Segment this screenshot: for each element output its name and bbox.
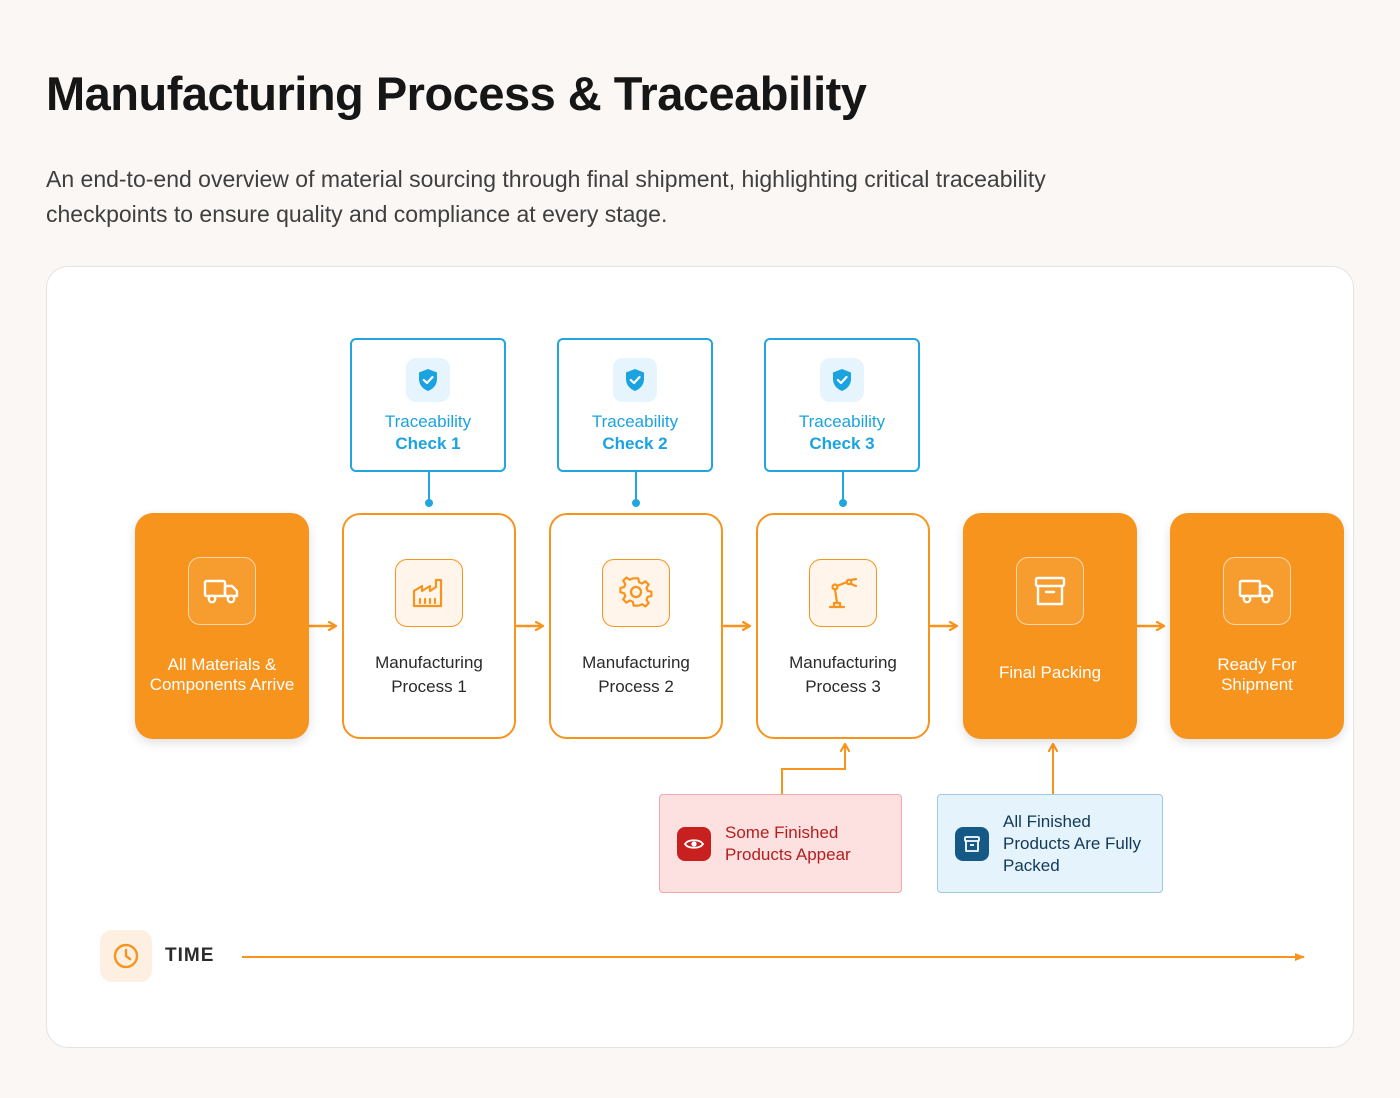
- shield-check-icon: [613, 358, 657, 402]
- note-text: Some Finished Products Appear: [725, 822, 851, 864]
- clock-icon: [100, 930, 152, 982]
- archive-box-icon: [1016, 557, 1084, 625]
- robot-arm-icon: [809, 559, 877, 627]
- note-some-finished: Some Finished Products Appear: [659, 794, 902, 893]
- traceability-check-1: Traceability Check 1: [350, 338, 506, 472]
- check-label: Traceability: [591, 412, 679, 431]
- archive-box-icon: [955, 826, 989, 861]
- gear-icon: [602, 559, 670, 627]
- step-process-2: Manufacturing Process 2: [549, 513, 723, 739]
- check-number: Check 1: [395, 434, 461, 453]
- factory-icon: [395, 559, 463, 627]
- eye-icon: [677, 826, 711, 861]
- step-label: Ready For Shipment: [1217, 655, 1297, 694]
- truck-icon: [188, 557, 256, 625]
- page-description: An end-to-end overview of material sourc…: [46, 166, 1046, 227]
- step-label: Manufacturing Process 1: [375, 653, 483, 696]
- note-all-packed: All Finished Products Are Fully Packed: [937, 794, 1163, 893]
- check-number: Check 3: [809, 434, 875, 453]
- shield-check-icon: [820, 358, 864, 402]
- step-label: Final Packing: [998, 663, 1102, 682]
- truck-icon: [1223, 557, 1291, 625]
- traceability-check-2: Traceability Check 2: [557, 338, 713, 472]
- step-final-packing: Final Packing: [963, 513, 1137, 739]
- shield-check-icon: [406, 358, 450, 402]
- check-label: Traceability: [384, 412, 472, 431]
- step-ready-shipment: Ready For Shipment: [1170, 513, 1344, 739]
- time-label: TIME: [165, 945, 215, 966]
- note-text: All Finished Products Are Fully Packed: [1003, 811, 1141, 875]
- step-process-3: Manufacturing Process 3: [756, 513, 930, 739]
- traceability-check-3: Traceability Check 3: [764, 338, 920, 472]
- check-number: Check 2: [602, 434, 668, 453]
- step-label: Manufacturing Process 2: [582, 653, 690, 696]
- step-materials-arrive: All Materials & Components Arrive: [135, 513, 309, 739]
- check-label: Traceability: [798, 412, 886, 431]
- step-label: Manufacturing Process 3: [789, 653, 897, 696]
- step-process-1: Manufacturing Process 1: [342, 513, 516, 739]
- page-title: Manufacturing Process & Traceability: [46, 67, 867, 120]
- step-label: All Materials & Components Arrive: [149, 655, 295, 694]
